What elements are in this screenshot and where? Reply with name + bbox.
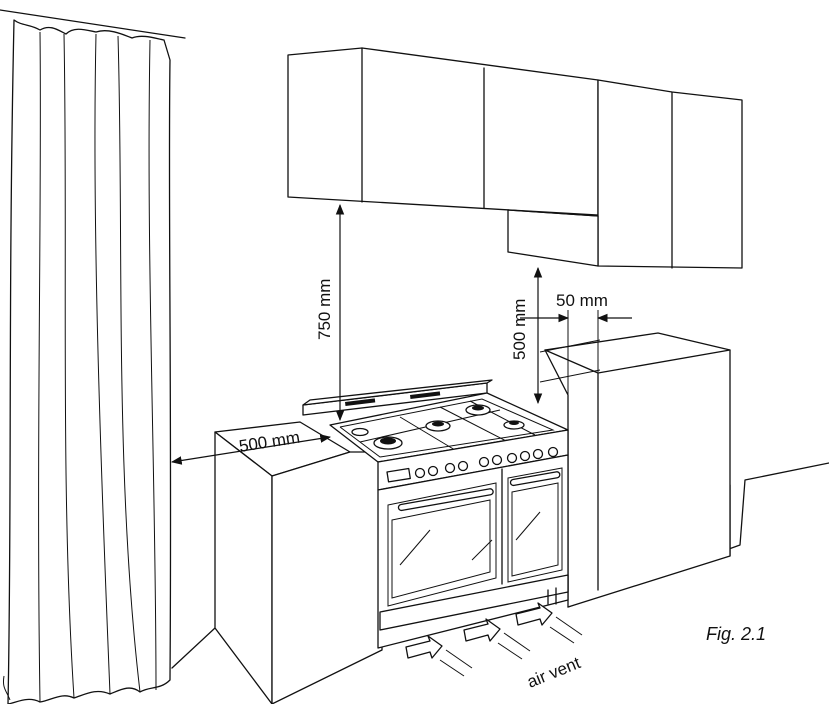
range-cooker (302, 379, 569, 649)
label-500mm-vertical: 500 mm (510, 299, 529, 360)
label-air-vent: air vent (524, 653, 583, 692)
air-vent-arrows (405, 602, 583, 677)
label-750mm: 750 mm (315, 279, 334, 340)
dimension-lines (170, 203, 632, 465)
figure-caption: Fig. 2.1 (706, 624, 766, 644)
control-knobs (414, 446, 559, 479)
left-cabinet (214, 421, 383, 704)
curtain (0, 9, 186, 704)
wall-cabinets (287, 47, 743, 269)
label-50mm: 50 mm (556, 291, 608, 310)
right-cabinet (544, 332, 731, 608)
